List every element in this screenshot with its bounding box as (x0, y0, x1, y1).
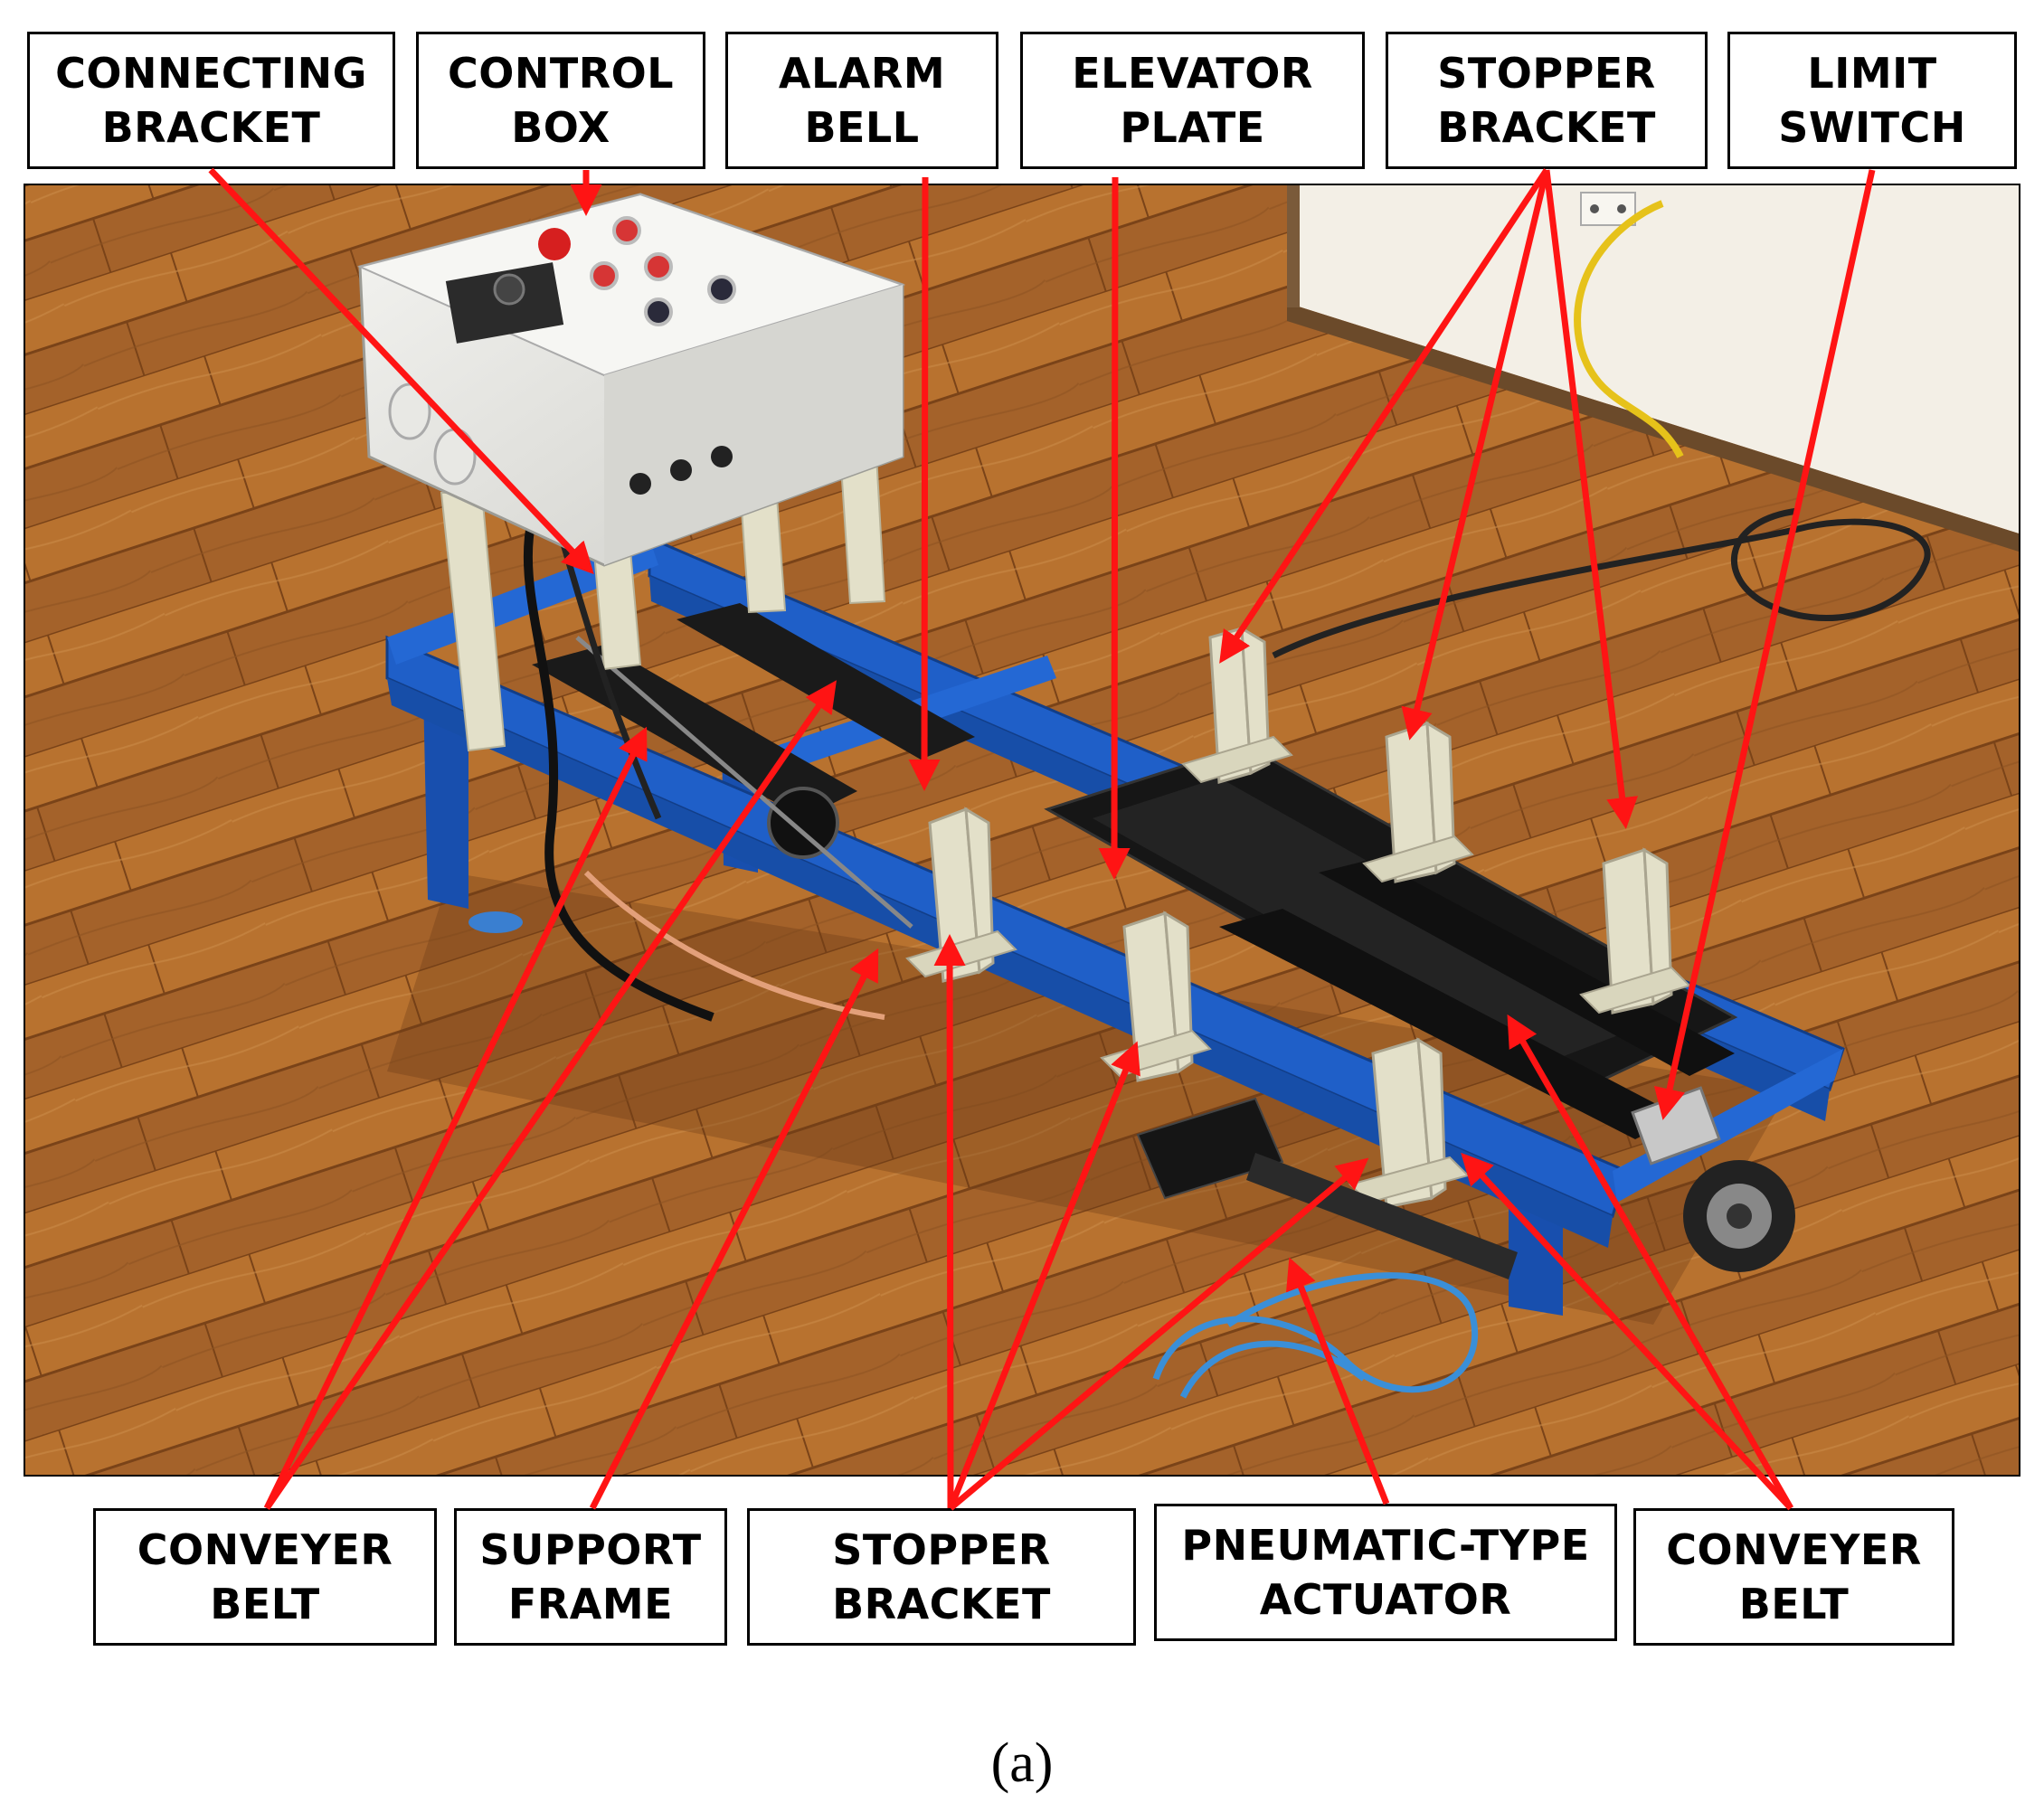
label-support-frame: SUPPORT FRAME (454, 1508, 727, 1646)
label-text: CONTROL BOX (447, 49, 675, 152)
label-stopper-bracket-top: STOPPER BRACKET (1386, 32, 1708, 169)
label-limit-switch: LIMIT SWITCH (1727, 32, 2017, 169)
label-text: SUPPORT FRAME (479, 1525, 702, 1628)
label-text: ALARM BELL (778, 49, 946, 152)
figure-caption: (a) (990, 1732, 1054, 1794)
label-text: ELEVATOR PLATE (1072, 49, 1313, 152)
label-text: PNEUMATIC-TYPE ACTUATOR (1181, 1521, 1590, 1624)
label-text: LIMIT SWITCH (1778, 49, 1966, 152)
label-pneumatic-type-actuator: PNEUMATIC-TYPE ACTUATOR (1154, 1504, 1617, 1641)
label-elevator-plate: ELEVATOR PLATE (1020, 32, 1365, 169)
label-text: STOPPER BRACKET (1437, 49, 1656, 152)
label-stopper-bracket-bottom: STOPPER BRACKET (747, 1508, 1136, 1646)
label-text: CONVEYER BELT (137, 1525, 393, 1628)
label-control-box: CONTROL BOX (416, 32, 705, 169)
machine-photo (24, 184, 2020, 1477)
label-text: CONVEYER BELT (1666, 1525, 1922, 1628)
label-conveyer-belt-right: CONVEYER BELT (1633, 1508, 1954, 1646)
label-text: STOPPER BRACKET (832, 1525, 1051, 1628)
label-connecting-bracket: CONNECTING BRACKET (27, 32, 395, 169)
label-text: CONNECTING BRACKET (55, 49, 367, 152)
label-alarm-bell: ALARM BELL (725, 32, 998, 169)
label-conveyer-belt-left: CONVEYER BELT (93, 1508, 437, 1646)
